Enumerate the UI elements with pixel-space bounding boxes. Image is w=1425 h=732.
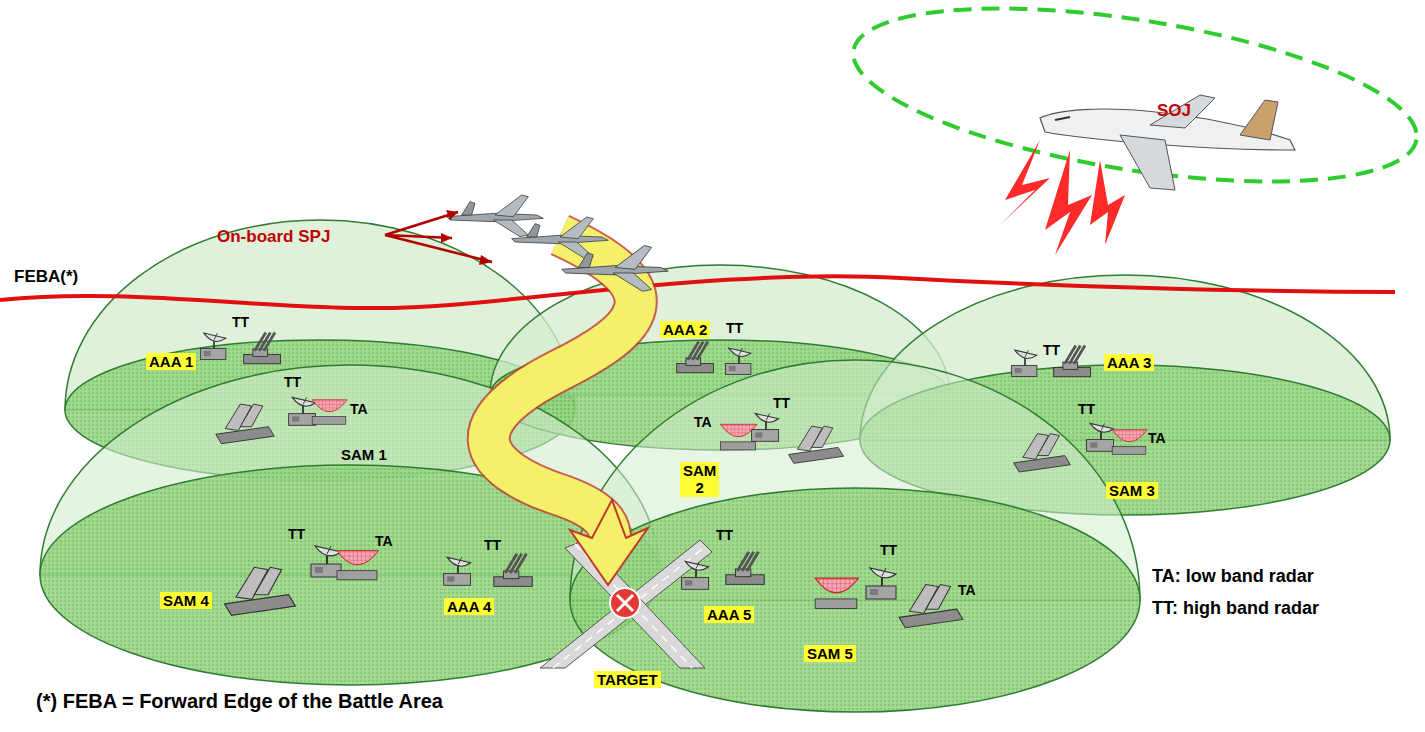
site-name: AAA 3 [1107, 354, 1151, 371]
radar-tag: TT [284, 374, 301, 390]
radar-tag: TT [288, 526, 305, 542]
site-name: SAM 2 [683, 462, 716, 497]
site-label: AAA 2 [660, 321, 710, 338]
callout-label: SOJ [1157, 101, 1191, 121]
radar-tag: TA [375, 533, 393, 549]
site-name: SAM 4 [163, 592, 209, 609]
radar-tag: TA [350, 401, 368, 417]
site-label: AAA 1 [146, 353, 196, 370]
radar-tag: SAM 1 [341, 446, 387, 463]
radar-tag: TT [1043, 342, 1060, 358]
site-label: SAM 4 [160, 592, 212, 609]
site-label: SAM 5 [804, 645, 856, 662]
site-name: AAA 1 [149, 353, 193, 370]
site-label: AAA 3 [1104, 354, 1154, 371]
site-name: TARGET [597, 671, 658, 688]
radar-tag: TT [716, 527, 733, 543]
legend-note: (*) FEBA = Forward Edge of the Battle Ar… [36, 690, 443, 713]
site-label: AAA 5 [704, 606, 754, 623]
radar-tag: TA [694, 414, 712, 430]
callout-label: On-board SPJ [217, 227, 330, 247]
radar-tag: TT [232, 314, 249, 330]
site-label: TARGET [594, 671, 661, 688]
site-label: SAM 3 [1106, 482, 1158, 499]
site-label: SAM 2 [680, 462, 719, 497]
legend-note: TA: low band radar [1152, 566, 1314, 587]
site-label: AAA 4 [444, 598, 494, 615]
radar-tag: TT [726, 320, 743, 336]
callout-label: FEBA(*) [14, 267, 78, 287]
site-name: AAA 5 [707, 606, 751, 623]
site-name: AAA 2 [663, 321, 707, 338]
site-name: SAM 5 [807, 645, 853, 662]
legend-note: TT: high band radar [1152, 598, 1319, 619]
radar-tag: TT [484, 537, 501, 553]
radar-tag: TA [1148, 430, 1166, 446]
site-name: AAA 4 [447, 598, 491, 615]
radar-tag: TA [958, 582, 976, 598]
radar-tag: TT [1078, 401, 1095, 417]
radar-tag: TT [880, 542, 897, 558]
site-name: SAM 3 [1109, 482, 1155, 499]
radar-tag: TT [773, 395, 790, 411]
